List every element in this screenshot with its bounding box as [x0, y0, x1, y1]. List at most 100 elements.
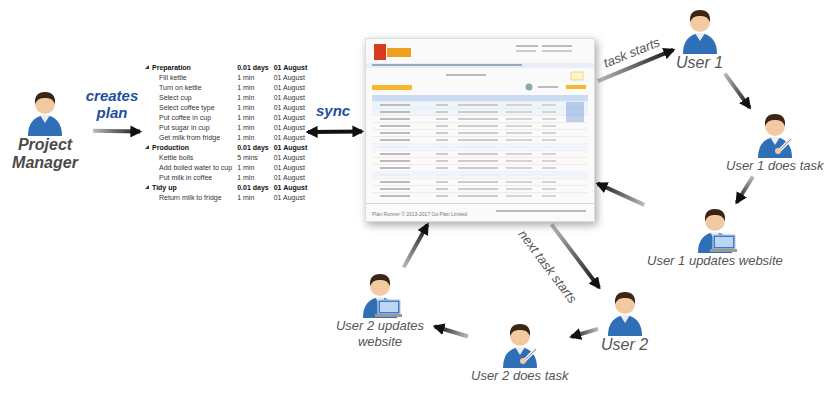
table-cell: Put coffee in cup	[145, 113, 232, 123]
table-cell: 01 August	[274, 93, 308, 103]
table-cell: 01 August	[274, 183, 308, 193]
table-cell: Get milk from fridge	[145, 133, 232, 143]
person-figure: User 2	[601, 288, 648, 354]
person-figure: User 1 does task	[726, 110, 824, 174]
person-label: User 1	[676, 54, 723, 72]
table-cell: 01 August	[274, 123, 308, 133]
person-icon	[753, 110, 797, 158]
cell-text: 01 August	[274, 134, 305, 141]
cell-text: 1 min	[237, 74, 254, 81]
cell-text: 01 August	[274, 174, 305, 181]
person-label: User 2	[601, 336, 648, 354]
table-cell: Add boiled water to cup	[145, 163, 232, 173]
table-cell: Tidy up	[145, 183, 232, 193]
table-cell: Preparation	[145, 63, 232, 73]
table-cell: 1 min	[237, 163, 269, 173]
cell-text: 01 August	[274, 184, 308, 191]
table-cell: Put milk in coffee	[145, 173, 232, 183]
table-cell: Kettle boils	[145, 153, 232, 163]
edge-label: next task starts	[515, 227, 580, 306]
flow-arrow	[435, 326, 468, 336]
edge-label: creates plan	[81, 87, 143, 121]
person-icon	[498, 320, 542, 368]
table-cell: 1 min	[237, 113, 269, 123]
table-cell: 1 min	[237, 193, 269, 203]
collapse-triangle	[145, 65, 149, 69]
flow-arrow	[598, 184, 645, 205]
table-cell: 01 August	[274, 83, 308, 93]
table-cell: 01 August	[274, 63, 308, 73]
table-cell: 1 min	[237, 93, 269, 103]
cell-text: 01 August	[274, 124, 305, 131]
cell-text: Tidy up	[152, 184, 177, 191]
cell-text: 0.01 days	[237, 64, 269, 71]
person-label: User 1 does task	[726, 158, 824, 174]
table-cell: 01 August	[274, 133, 308, 143]
person-icon	[358, 270, 402, 318]
person-figure: User 2 updates website	[328, 270, 432, 350]
table-cell: 01 August	[274, 163, 308, 173]
table-cell: 01 August	[274, 103, 308, 113]
cell-text: Fill kettle	[159, 74, 187, 81]
cell-text: 01 August	[274, 104, 305, 111]
cell-text: 01 August	[274, 84, 305, 91]
table-cell: 1 min	[237, 73, 269, 83]
cell-text: 01 August	[274, 94, 305, 101]
flow-arrow	[725, 74, 750, 108]
cell-text: Production	[152, 144, 189, 151]
cell-text: 1 min	[237, 174, 254, 181]
edge-label: sync	[316, 102, 350, 119]
cell-text: 01 August	[274, 164, 305, 171]
person-figure: User 1 updates website	[647, 205, 783, 269]
cell-text: Turn on kettle	[159, 84, 202, 91]
table-cell: 0.01 days	[237, 143, 269, 153]
cell-text: 01 August	[274, 64, 308, 71]
table-cell: 0.01 days	[237, 183, 269, 193]
table-cell: 01 August	[274, 73, 308, 83]
website-screenshot: Plan Runner © 2013-2017 Go Plan Limited	[365, 38, 595, 222]
cell-text: 1 min	[237, 104, 254, 111]
cell-text: 0.01 days	[237, 144, 269, 151]
cell-text: Preparation	[152, 64, 191, 71]
cell-text: Put milk in coffee	[159, 174, 212, 181]
cell-text: 1 min	[237, 114, 254, 121]
table-cell: 01 August	[274, 153, 308, 163]
cell-text: Select cup	[159, 94, 192, 101]
cell-text: Select coffee type	[159, 104, 215, 111]
table-cell: 5 mins	[237, 153, 269, 163]
table-cell: Production	[145, 143, 232, 153]
cell-text: 1 min	[237, 164, 254, 171]
cell-text: 1 min	[237, 194, 254, 201]
cell-text: 01 August	[274, 194, 305, 201]
flow-arrow	[737, 177, 753, 203]
cell-text: 01 August	[274, 154, 305, 161]
footer-text: Plan Runner © 2013-2017 Go Plan Limited	[372, 211, 467, 217]
table-cell: 01 August	[274, 143, 308, 153]
table-cell: 01 August	[274, 113, 308, 123]
table-cell: 0.01 days	[237, 63, 269, 73]
table-cell: 01 August	[274, 173, 308, 183]
cell-text: Put coffee in cup	[159, 114, 211, 121]
cell-text: Kettle boils	[159, 154, 193, 161]
cell-text: Put sugar in cup	[159, 124, 210, 131]
person-icon	[678, 6, 722, 54]
table-cell: Fill kettle	[145, 73, 232, 83]
cell-text: 1 min	[237, 94, 254, 101]
website-mockup	[366, 39, 594, 221]
cell-text: 01 August	[274, 114, 305, 121]
flow-arrow	[308, 129, 362, 134]
table-cell: 1 min	[237, 83, 269, 93]
person-label: User 1 updates website	[647, 253, 783, 269]
cell-text: Return milk to fridge	[159, 194, 222, 201]
person-figure: User 1	[676, 6, 723, 72]
table-cell: 1 min	[237, 133, 269, 143]
cell-text: 1 min	[237, 134, 254, 141]
table-cell: Return milk to fridge	[145, 193, 232, 203]
table-cell: 1 min	[237, 173, 269, 183]
person-label: Project Manager	[0, 136, 90, 172]
table-cell: Turn on kettle	[145, 83, 232, 93]
collapse-triangle	[145, 145, 149, 149]
cell-text: 0.01 days	[237, 184, 269, 191]
person-icon	[23, 88, 67, 136]
